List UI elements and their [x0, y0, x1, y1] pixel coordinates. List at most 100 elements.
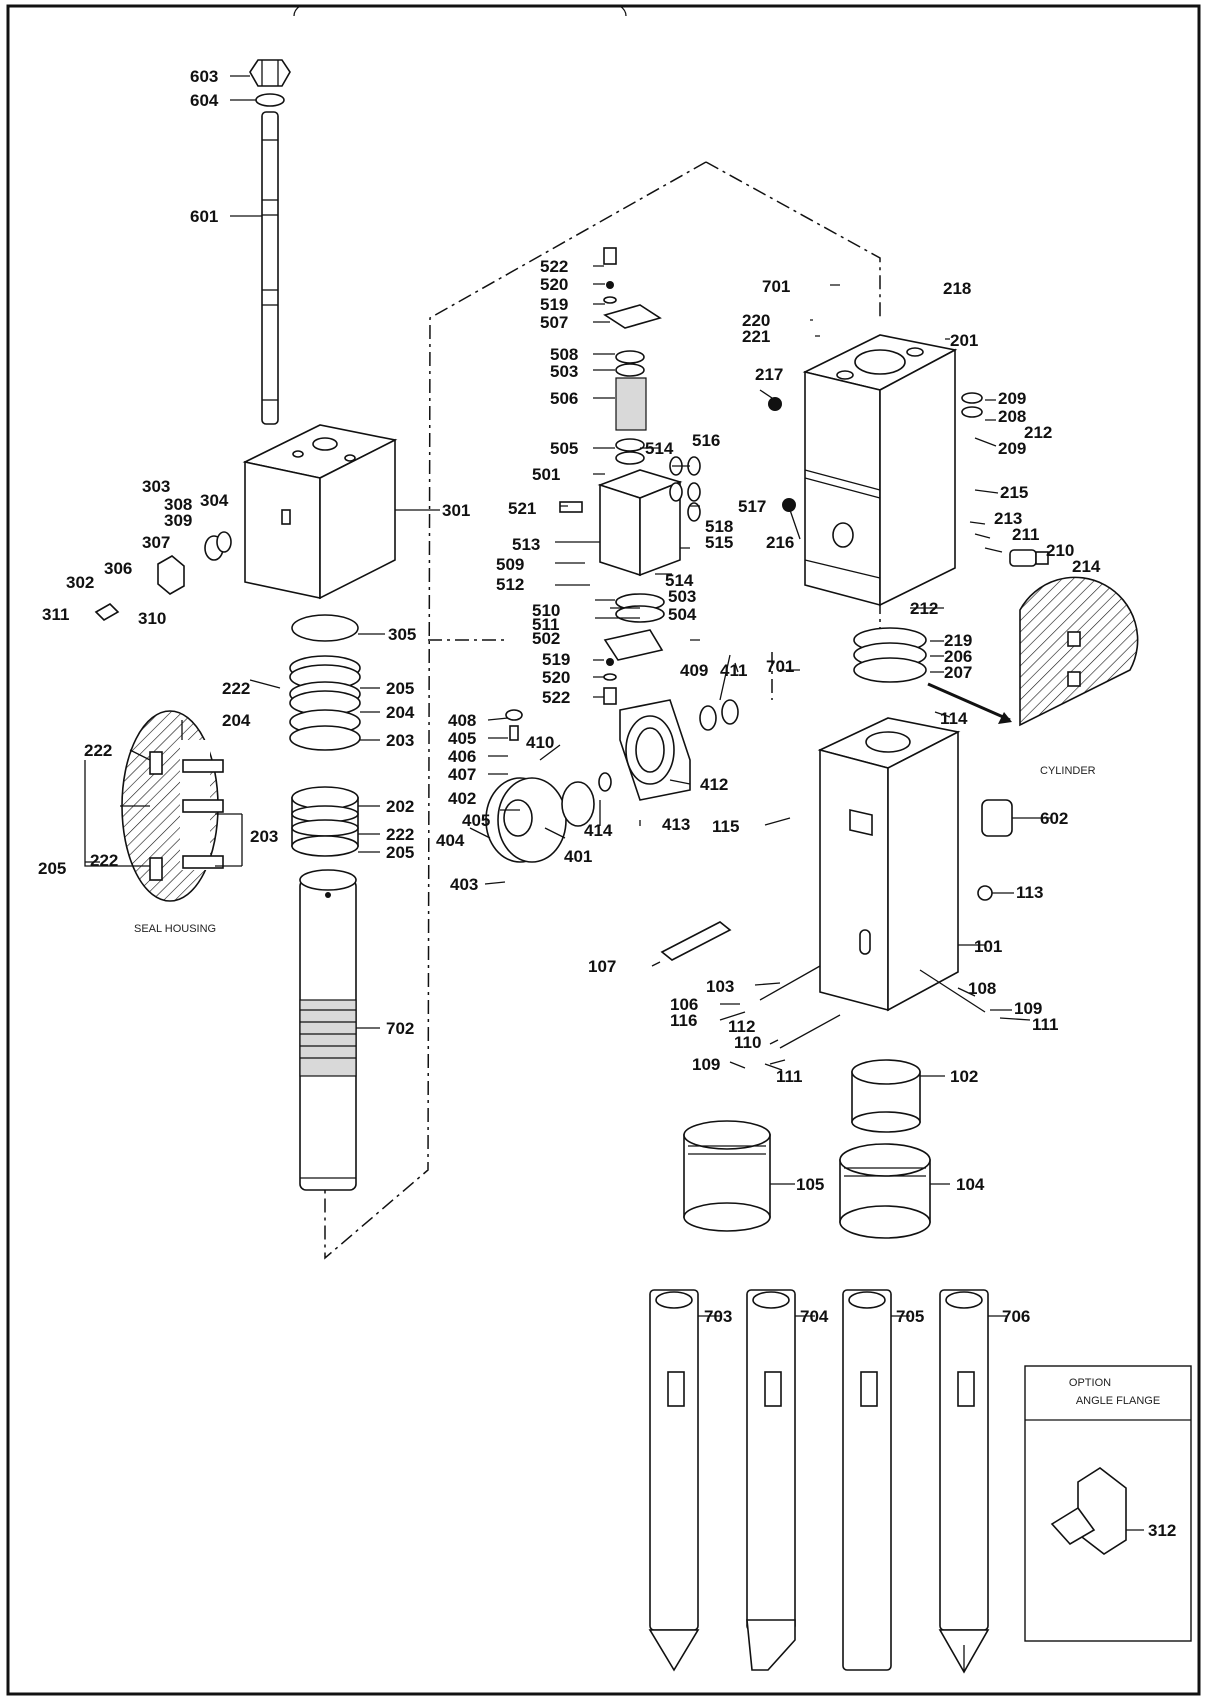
label-219: 219 [944, 631, 972, 650]
part-110-pin [779, 1014, 841, 1049]
label-401: 401 [564, 847, 592, 866]
label-706: 706 [1002, 1307, 1030, 1326]
label-109: 109 [1014, 999, 1042, 1018]
part-412-cover [619, 699, 691, 801]
label-201: 201 [950, 331, 978, 350]
label-402: 402 [448, 789, 476, 808]
part-601-rod [261, 111, 279, 425]
part-205-seal-stack [289, 655, 361, 751]
part-107-pin [660, 921, 732, 961]
label-518: 518 [705, 517, 733, 536]
label-514b: 514 [665, 571, 694, 590]
label-104: 104 [956, 1175, 985, 1194]
label-506: 506 [550, 389, 578, 408]
label-220: 220 [742, 311, 770, 330]
part-105-bushing [683, 1120, 771, 1232]
label-309: 309 [164, 511, 192, 530]
caption-cylinder: CYLINDER [1040, 765, 1096, 777]
label-202: 202 [386, 797, 414, 816]
label-222d: 222 [90, 851, 118, 870]
option-angle-flange-box [1024, 1365, 1192, 1642]
label-221: 221 [742, 327, 770, 346]
label-411: 411 [720, 661, 747, 680]
label-214: 214 [1072, 557, 1101, 576]
label-305: 305 [388, 625, 416, 644]
label-217: 217 [755, 365, 783, 384]
label-522: 522 [540, 257, 568, 276]
label-413: 413 [662, 815, 690, 834]
part-411-oring [721, 699, 739, 725]
part-401-ring [561, 781, 595, 827]
seal-housing-section-view [120, 710, 224, 902]
label-311: 311 [42, 605, 69, 624]
part-604-washer [255, 93, 285, 107]
label-209: 209 [998, 389, 1026, 408]
label-404: 404 [436, 831, 465, 850]
part-305-oring [291, 614, 359, 642]
label-509: 509 [496, 555, 524, 574]
part-408-plug [505, 709, 523, 741]
label-211: 211 [1012, 525, 1039, 544]
part-208-plug [961, 406, 983, 418]
part-414-ring [598, 772, 612, 792]
label-208: 208 [998, 407, 1026, 426]
label-409: 409 [680, 661, 708, 680]
label-111: 111 [1032, 1015, 1059, 1034]
label-502: 502 [532, 629, 560, 648]
part-113-plug [977, 885, 993, 901]
label-410: 410 [526, 733, 554, 752]
label-508: 508 [550, 345, 578, 364]
label-302: 302 [66, 573, 94, 592]
drawing-border [6, 4, 1201, 1696]
part-108-pin [919, 969, 986, 1013]
part-209-oring [961, 392, 983, 404]
label-205c: 205 [38, 859, 66, 878]
label-412: 412 [700, 775, 728, 794]
label-504: 504 [668, 605, 697, 624]
label-310: 310 [138, 609, 166, 628]
label-109b: 109 [692, 1055, 720, 1074]
label-203: 203 [386, 731, 414, 750]
caption-option: OPTION [1069, 1377, 1111, 1389]
label-108: 108 [968, 979, 996, 998]
label-204b: 204 [386, 703, 415, 722]
label-204: 204 [222, 711, 251, 730]
label-114: 114 [940, 709, 968, 728]
label-601: 601 [190, 207, 218, 226]
leader-lines [84, 75, 1144, 1531]
label-213: 213 [994, 509, 1022, 528]
label-406: 406 [448, 747, 476, 766]
label-503: 503 [550, 362, 578, 381]
title-bracket [293, 5, 627, 17]
caption-angle-flange: ANGLE FLANGE [1076, 1395, 1160, 1407]
label-116: 116 [670, 1011, 697, 1030]
part-202-seal-housing [291, 786, 359, 857]
label-403: 403 [450, 875, 478, 894]
part-104-bushing [839, 1143, 931, 1239]
label-414: 414 [584, 821, 613, 840]
tool-705-blunt [842, 1289, 892, 1671]
label-501: 501 [532, 465, 560, 484]
label-701: 701 [762, 277, 790, 296]
label-212b: 212 [910, 599, 938, 618]
tool-706-pyramid [938, 1289, 990, 1674]
label-205b: 205 [386, 843, 414, 862]
label-521: 521 [508, 499, 536, 518]
label-216: 216 [766, 533, 794, 552]
label-510: 510 [532, 601, 560, 620]
label-212: 212 [1024, 423, 1052, 442]
label-701b: 701 [766, 657, 794, 676]
label-205: 205 [386, 679, 414, 698]
part-402-housing [485, 777, 567, 863]
label-105: 105 [796, 1175, 824, 1194]
label-602: 602 [1040, 809, 1068, 828]
label-113: 113 [1016, 883, 1043, 902]
part-101-front-head [817, 717, 961, 1012]
part-603-nut [249, 59, 291, 87]
part-214-check-valve [1009, 549, 1049, 567]
label-312: 312 [1148, 1521, 1176, 1540]
label-209b: 209 [998, 439, 1026, 458]
label-519b: 519 [542, 650, 570, 669]
part-602-bushing [981, 799, 1013, 837]
label-115: 115 [712, 817, 739, 836]
